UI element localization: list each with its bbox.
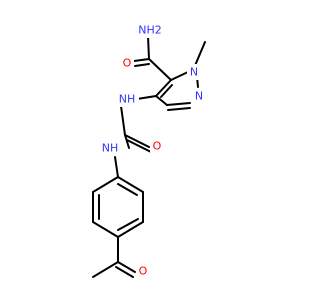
amide-nh2-label: NH2 xyxy=(138,24,162,37)
bond-n2-c3-1 xyxy=(166,102,191,106)
urea-oxygen-label: O xyxy=(153,140,162,153)
bond-c-o-1 xyxy=(133,58,150,62)
pyrazole-n-methyl-label: N xyxy=(190,66,198,79)
molecule-structure: NH2 O N N NH O NH O xyxy=(92,22,206,279)
bond-c-o-2 xyxy=(134,63,150,67)
bond-c-nh2 xyxy=(147,35,150,60)
bond-ar-4 xyxy=(117,221,144,238)
urea-nh-upper-label: NH xyxy=(119,93,136,106)
bond-nh-c xyxy=(120,105,126,136)
bond-c-o-urea-1 xyxy=(124,134,150,148)
bond-c4-c5-2 xyxy=(160,84,173,98)
bond-ar-4-inner xyxy=(117,218,139,231)
bond-c4-c5-1 xyxy=(155,79,172,97)
bond-ar-3 xyxy=(92,221,119,238)
bonds xyxy=(92,35,206,278)
bond-c3-c4 xyxy=(155,95,168,106)
bond-ar-6 xyxy=(117,176,144,193)
atom-labels: NH2 O N N NH O NH O xyxy=(98,22,206,279)
urea-nh-lower-label: NH xyxy=(102,142,119,155)
bond-acetyl-methyl xyxy=(92,261,119,278)
bond-acetyl-o-1 xyxy=(117,261,136,273)
amide-oxygen-label: O xyxy=(123,57,132,70)
bond-ar-1 xyxy=(92,176,119,193)
bond-n1-methyl xyxy=(193,41,206,69)
ketone-oxygen-label: O xyxy=(139,265,148,278)
bond-c-c5 xyxy=(148,58,172,81)
bond-c4-nh xyxy=(136,95,157,100)
bond-n2-c3-2 xyxy=(167,107,191,111)
bond-c5-n1 xyxy=(170,71,189,81)
pyrazole-n-label: N xyxy=(195,90,203,103)
bond-acetyl-o-2 xyxy=(115,266,134,278)
bond-ar-6-inner xyxy=(117,183,138,196)
bond-c-o-urea-2 xyxy=(126,139,152,153)
bond-c-nh-lower xyxy=(124,134,130,149)
bond-nh-ring xyxy=(114,156,119,178)
